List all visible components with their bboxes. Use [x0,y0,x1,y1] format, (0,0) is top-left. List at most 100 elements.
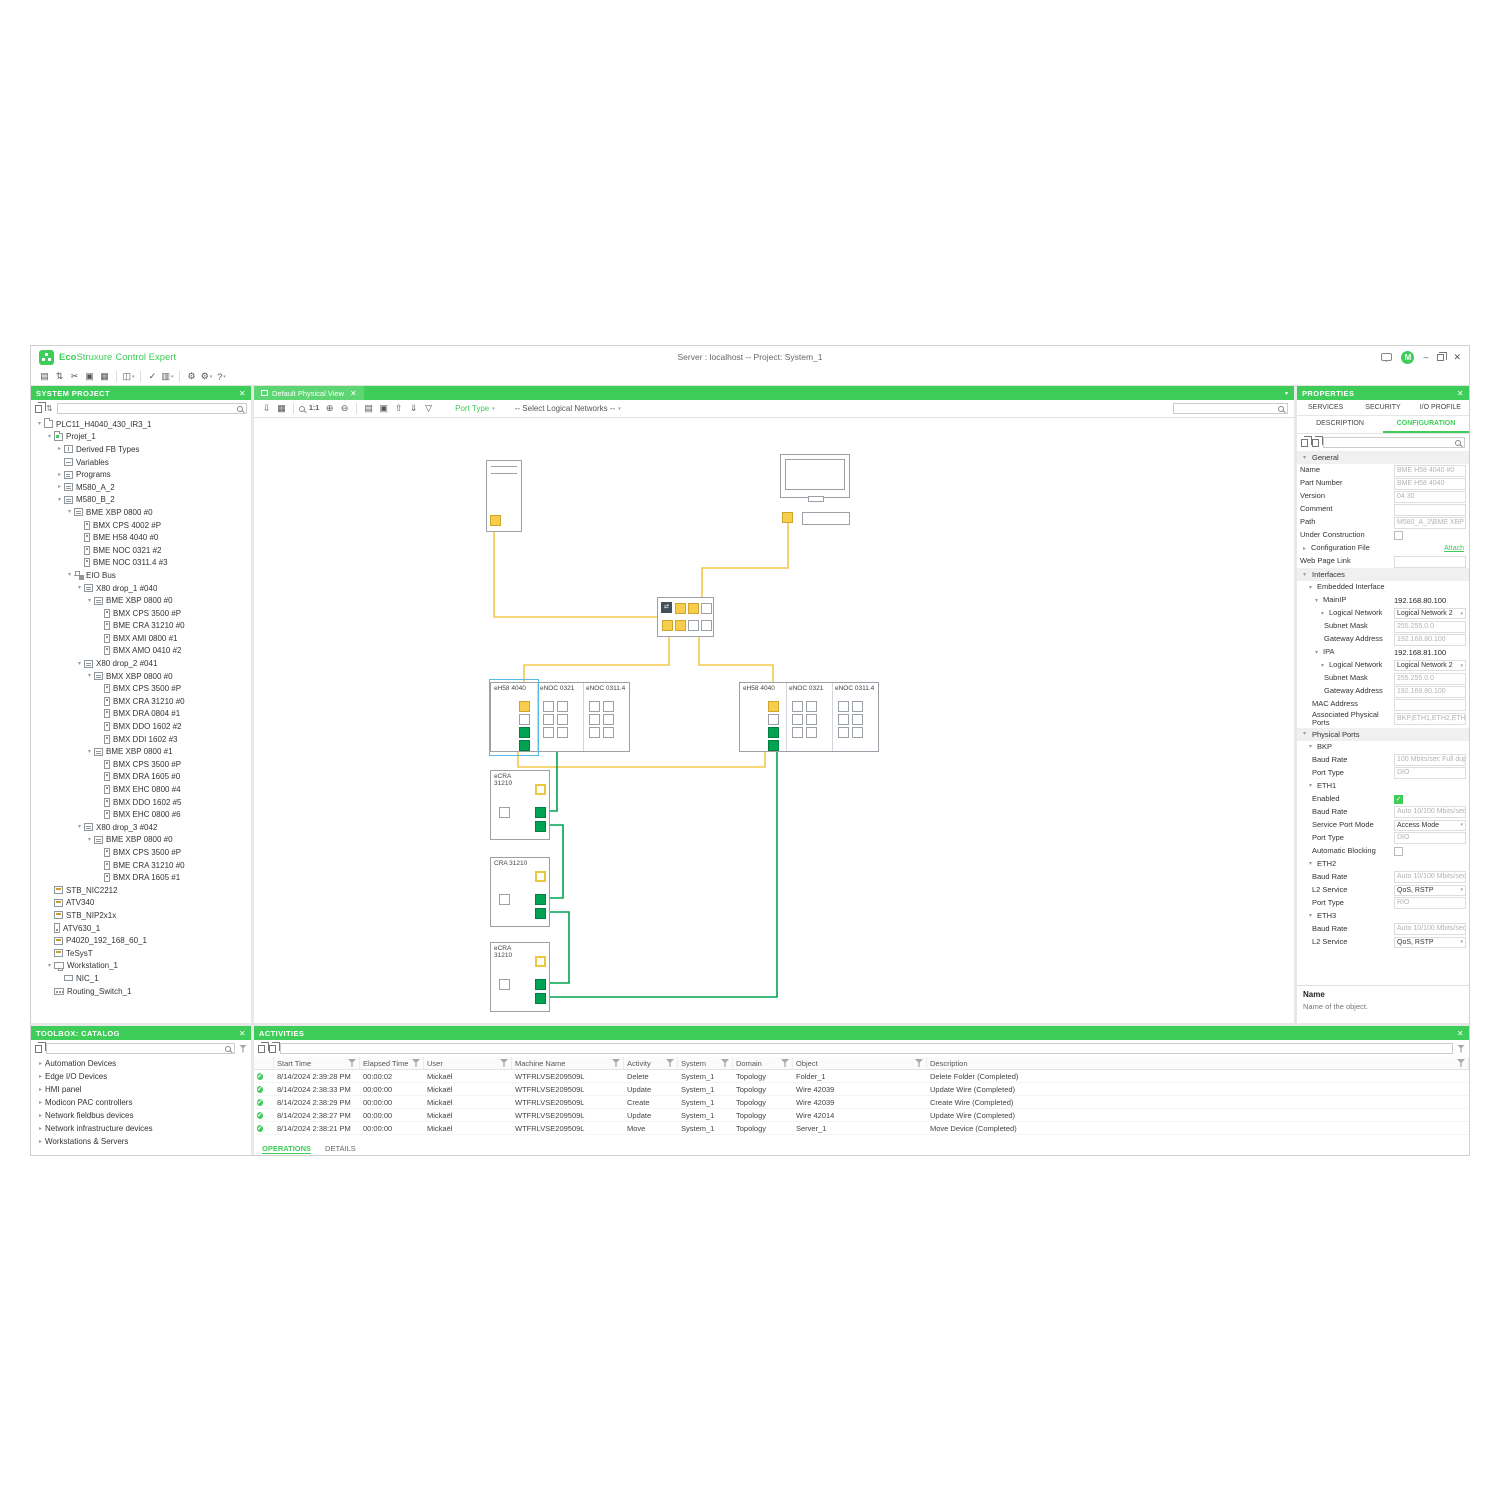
eth-port[interactable] [768,740,779,751]
tree-item[interactable]: ▸Programs [31,468,251,481]
minimize-icon[interactable]: – [1423,351,1429,362]
collapse-all-icon[interactable] [258,1041,269,1053]
cut-icon[interactable]: ✂ [70,371,79,381]
analyze-icon[interactable]: ▥▾ [161,371,174,381]
feedback-icon[interactable] [1381,353,1393,362]
tree-item[interactable]: BMX AMO 0410 #2 [31,645,251,658]
close-icon[interactable]: ✕ [238,1028,246,1038]
tab-configuration[interactable]: CONFIGURATION [1383,416,1469,433]
collapse-all-icon[interactable] [35,1041,46,1053]
column-header-elapsed-time[interactable]: Elapsed Time [360,1057,424,1069]
chevron-down-icon[interactable]: ▾ [47,962,51,969]
toolbox-item[interactable]: ▸Edge I/O Devices [31,1070,251,1083]
tree-item[interactable]: ATV340 [31,897,251,910]
tab-i-o-profile[interactable]: I/O PROFILE [1419,404,1461,411]
column-header-start-time[interactable]: Start Time [274,1057,360,1069]
export-log-icon[interactable] [269,1041,280,1053]
eth-port[interactable] [490,515,501,526]
chevron-down-icon[interactable]: ▾ [1308,913,1312,919]
chevron-right-icon[interactable]: ▸ [38,1125,42,1132]
column-header-domain[interactable]: Domain [733,1057,793,1069]
copy-icon[interactable]: ▣ [85,371,94,381]
property-field[interactable]: Auto 10/100 Mbits/sec [1394,871,1466,883]
chevron-down-icon[interactable]: ▾ [1308,584,1312,591]
eth-port[interactable] [589,714,600,725]
property-field[interactable]: 255.255.0.0 [1394,672,1466,685]
chevron-down-icon[interactable]: ▾ [87,673,91,680]
chevron-right-icon[interactable]: ▸ [57,471,61,478]
tree-item[interactable]: BMX DDO 1602 #5 [31,796,251,809]
save-view-icon[interactable]: ⇓ [409,403,418,413]
filter-icon[interactable] [721,1059,729,1067]
tree-item[interactable]: BME NOC 0321 #2 [31,544,251,557]
chevron-down-icon[interactable]: ▾ [47,433,51,440]
canvas-search-input[interactable] [1173,403,1288,414]
eth-port[interactable] [782,512,793,523]
collapse-all-icon[interactable] [35,401,46,413]
property-field[interactable]: BKP,ETH1,ETH2,ETH3 [1394,713,1466,726]
chevron-right-icon[interactable]: ▸ [57,484,61,491]
view-columns-icon[interactable]: ◫▾ [122,371,135,381]
eth-port[interactable] [792,727,803,738]
paste-icon[interactable]: ▦ [100,371,109,381]
tree-item[interactable]: STB_NIP2x1x [31,909,251,922]
eth-port[interactable] [535,956,546,967]
close-icon[interactable]: ✕ [238,388,246,398]
property-field[interactable] [1394,503,1466,516]
property-checkbox[interactable]: ✓ [1394,794,1403,804]
tree-item[interactable]: BMX CPS 3500 #P [31,846,251,859]
switch-port[interactable] [688,603,699,614]
auto-layout-icon[interactable]: ▽ [425,403,433,413]
toolbox-item[interactable]: ▸Network fieldbus devices [31,1109,251,1122]
tree-item[interactable]: BMX DRA 0804 #1 [31,708,251,721]
chevron-right-icon[interactable]: ▸ [38,1060,42,1067]
property-field[interactable]: 192.168.80.100 [1394,685,1466,698]
wire[interactable] [517,752,766,768]
property-field[interactable]: Auto 10/100 Mbits/sec [1394,806,1466,818]
physical-view-canvas[interactable]: ⇄ eH58 40 [254,418,1294,1023]
property-select[interactable]: Access Mode▾ [1394,819,1466,831]
close-icon[interactable]: ✕ [1456,1028,1464,1038]
tree-item[interactable]: BMX CPS 3500 #P [31,607,251,620]
tab-operations[interactable]: OPERATIONS [262,1143,312,1154]
tree-item[interactable]: BMX CPS 3500 #P [31,758,251,771]
project-search-input[interactable] [56,403,247,414]
tree-item[interactable]: ▾BME XBP 0800 #0 [31,506,251,519]
column-header-object[interactable]: Object [793,1057,927,1069]
network-switch-device[interactable]: ⇄ [657,597,714,637]
property-section-header[interactable]: ▾General [1297,451,1469,464]
eth-port[interactable] [535,784,546,795]
tree-item[interactable]: BMX DDO 1602 #2 [31,720,251,733]
eth-port[interactable] [535,979,546,990]
eth-port[interactable] [499,894,510,905]
sort-icon[interactable]: ⇅ [46,403,53,413]
tree-item[interactable]: ▾M580_B_2 [31,494,251,507]
filter-icon[interactable] [781,1059,789,1067]
eth-port[interactable] [543,714,554,725]
filter-icon[interactable] [1457,1044,1465,1053]
zoom-in-icon[interactable]: ⊕ [325,403,334,413]
tree-item[interactable]: BMX DDI 1602 #3 [31,733,251,746]
settings-icon[interactable]: ⚙▾ [200,371,213,381]
eth-port[interactable] [519,701,530,712]
eth-port[interactable] [852,714,863,725]
tree-item[interactable]: BMX DRA 1605 #0 [31,771,251,784]
collapse-all-icon[interactable] [1301,435,1312,447]
toolbox-item[interactable]: ▸Network infrastructure devices [31,1122,251,1135]
tools-icon[interactable]: ⚙ [187,371,196,381]
eth-port[interactable] [768,727,779,738]
eth-port[interactable] [768,701,779,712]
property-field[interactable]: RIO [1394,897,1466,909]
eth-port[interactable] [768,714,779,725]
property-field[interactable]: M580_A_2\BME XBP 0800 [1394,516,1466,529]
tree-item[interactable]: BMX AMI 0800 #1 [31,632,251,645]
help-icon[interactable]: ?▾ [217,371,226,382]
activities-search-input[interactable] [280,1043,1453,1054]
chevron-down-icon[interactable]: ▾ [1308,744,1312,750]
switch-port[interactable] [701,603,712,614]
tree-item[interactable]: Variables [31,456,251,469]
filter-icon[interactable] [348,1059,356,1067]
property-section-header[interactable]: ▾Interfaces [1297,568,1469,581]
